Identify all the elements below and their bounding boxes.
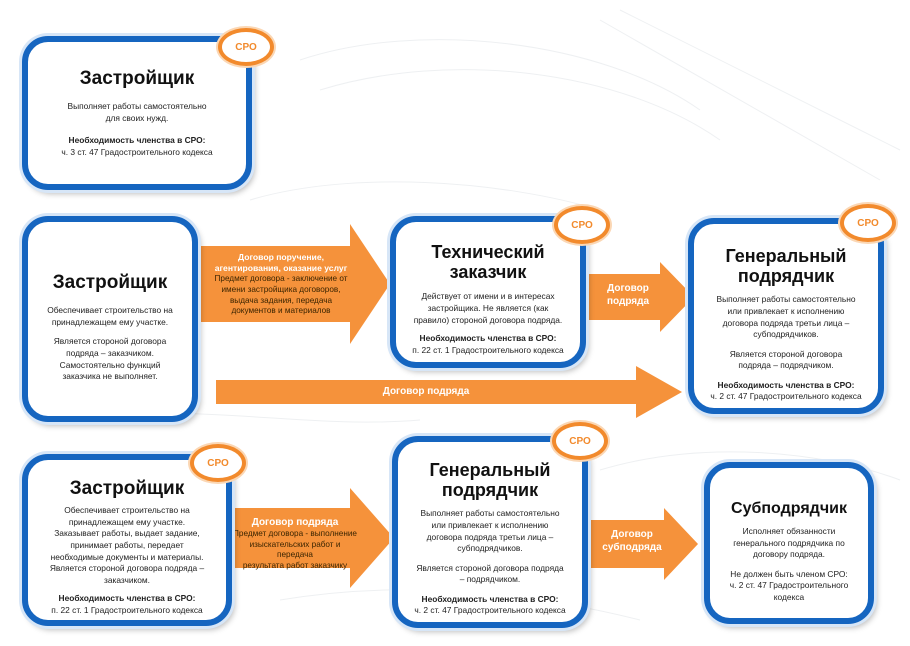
survey-contract-label: Договор подряда Предмет договора - выпол… xyxy=(233,517,357,570)
general-contractor-card-row3: Генеральный подрядчик Выполняет работы с… xyxy=(392,436,588,628)
agency-contract-label: Договор поручение, агентирования, оказан… xyxy=(214,252,348,316)
subcontractor-card: Субподрядчик Исполняет обязанности генер… xyxy=(704,462,874,624)
sro-badge: СРО xyxy=(190,444,246,482)
developer-card-customer-role: Застройщик Обеспечивает строительство на… xyxy=(22,454,232,626)
sro-requirement: Необходимость членства в СРО: ч. 3 ст. 4… xyxy=(61,135,213,158)
card-role: Является стороной договора подряда – под… xyxy=(416,562,564,585)
card-title: Застройщик xyxy=(52,272,168,293)
card-description: Выполняет работы самостоятельно или прив… xyxy=(420,508,560,554)
arrow-subcontract xyxy=(590,508,698,580)
card-role: Является стороной договора подряда – под… xyxy=(729,348,843,371)
long-contract-label: Договор подряда xyxy=(382,386,470,397)
contract-label: Договор подряда xyxy=(606,283,650,307)
card-description: Выполняет работы самостоятельно для свои… xyxy=(67,101,207,123)
card-title: Генеральный подрядчик xyxy=(429,460,551,501)
card-title: Технический заказчик xyxy=(431,242,545,283)
card-description: Действует от имени и в интересах застрой… xyxy=(413,291,563,325)
developer-card-with-customer: Застройщик Обеспечивает строительство на… xyxy=(22,216,198,422)
card-description: Исполняет обязанности генерального подря… xyxy=(733,525,845,560)
sro-requirement: Необходимость членства в СРО: п. 22 ст. … xyxy=(412,333,564,355)
card-description: Выполняет работы самостоятельно или прив… xyxy=(716,294,856,340)
card-description: Обеспечивает строительство на принадлежа… xyxy=(49,505,205,585)
arrow-long-contract xyxy=(216,366,682,418)
developer-card-self: Застройщик Выполняет работы самостоятель… xyxy=(22,36,252,190)
card-title: Субподрядчик xyxy=(731,500,847,517)
technical-customer-card: Технический заказчик Действует от имени … xyxy=(390,216,586,368)
arrow-contract xyxy=(588,262,694,332)
sro-requirement: Необходимость членства в СРО: ч. 2 ст. 4… xyxy=(710,379,862,402)
general-contractor-card: Генеральный подрядчик Выполняет работы с… xyxy=(688,218,884,414)
sro-badge: СРО xyxy=(218,28,274,66)
sro-badge: СРО xyxy=(554,206,610,244)
sro-requirement: Необходимость членства в СРО: ч. 2 ст. 4… xyxy=(414,593,566,616)
card-title: Генеральный подрядчик xyxy=(725,246,847,287)
sro-badge: СРО xyxy=(840,204,896,242)
card-description: Обеспечивает строительство на принадлежа… xyxy=(47,305,173,327)
sro-not-required: Не должен быть членом СРО: ч. 2 ст. 47 Г… xyxy=(729,568,849,602)
arrow-agency-contract xyxy=(200,224,390,344)
subcontract-label: Договор субподряда xyxy=(602,529,662,553)
arrow-survey-contract xyxy=(230,488,394,588)
card-title: Застройщик xyxy=(79,68,195,89)
sro-badge: СРО xyxy=(552,422,608,460)
card-title: Застройщик xyxy=(69,478,185,499)
card-role: Является стороной договора подряда – зак… xyxy=(53,336,167,382)
sro-requirement: Необходимость членства в СРО: п. 22 ст. … xyxy=(51,593,203,616)
